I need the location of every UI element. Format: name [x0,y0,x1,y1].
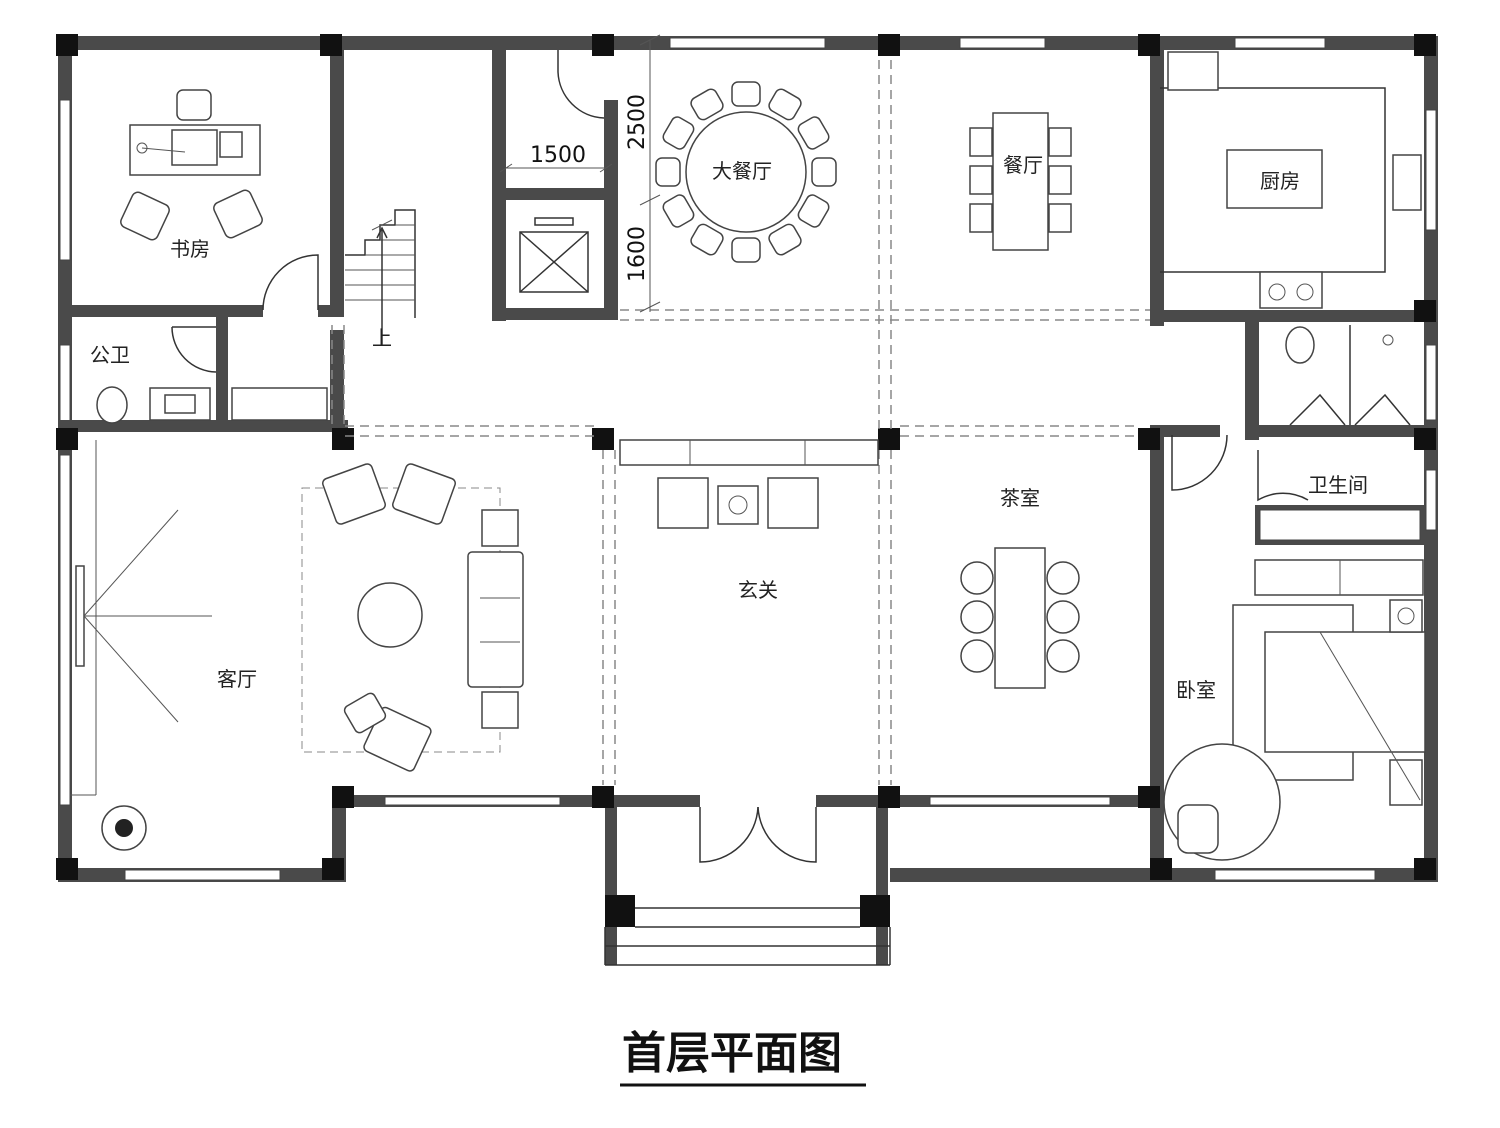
dimension-lines [499,34,661,313]
interior-walls [58,36,1436,880]
structural-columns [56,34,1436,927]
label-study: 书房 [170,237,210,261]
dining-chair [690,88,724,121]
dining-chair [768,88,802,121]
public-wc-fixtures [96,386,328,424]
dimension-1600: 1600 [625,226,650,282]
label-dining: 餐厅 [1003,153,1043,177]
dining-chair [690,223,724,256]
label-public-wc: 公卫 [90,343,130,367]
round-dining-table [655,81,837,263]
foyer-furniture [619,439,879,529]
living-room-furniture [70,440,524,851]
dining-table [969,112,1072,251]
dining-chair [731,81,761,107]
plan-title: 首层平面图 [622,1028,842,1079]
dining-chair [797,194,830,228]
dining-chair [797,116,830,150]
dining-chair [768,223,802,256]
label-big-dining: 大餐厅 [712,159,772,183]
dimension-1500: 1500 [530,143,586,168]
windows [59,37,1437,881]
label-foyer: 玄关 [738,578,778,602]
label-bathroom: 卫生间 [1308,473,1368,497]
dining-chair [731,237,761,263]
dining-chair [662,194,695,228]
label-stair-up: 上 [372,326,392,350]
dining-chair [662,116,695,150]
dimension-2500: 2500 [625,94,650,150]
dining-chair [655,157,681,187]
drawing-title: 首层平面图 [620,1028,866,1087]
bathroom-fixtures [1254,326,1424,596]
label-kitchen: 厨房 [1260,169,1300,193]
label-living: 客厅 [217,667,257,691]
bedroom-furniture [1163,599,1426,861]
zone-dashed-lines [331,60,1150,785]
kitchen-fixtures [1160,51,1422,309]
porch-steps [604,907,891,966]
staircase [345,209,416,345]
elevator [519,217,589,293]
label-bedroom: 卧室 [1176,678,1216,702]
study-furniture [120,89,263,241]
doors [171,50,1411,863]
room-labels: 书房 公卫 上 大餐厅 餐厅 厨房 客厅 玄关 茶室 卫生间 卧室 1500 2… [90,94,1368,702]
label-tea-room: 茶室 [1000,486,1040,510]
tea-room-furniture [960,547,1080,689]
dining-chair [811,157,837,187]
